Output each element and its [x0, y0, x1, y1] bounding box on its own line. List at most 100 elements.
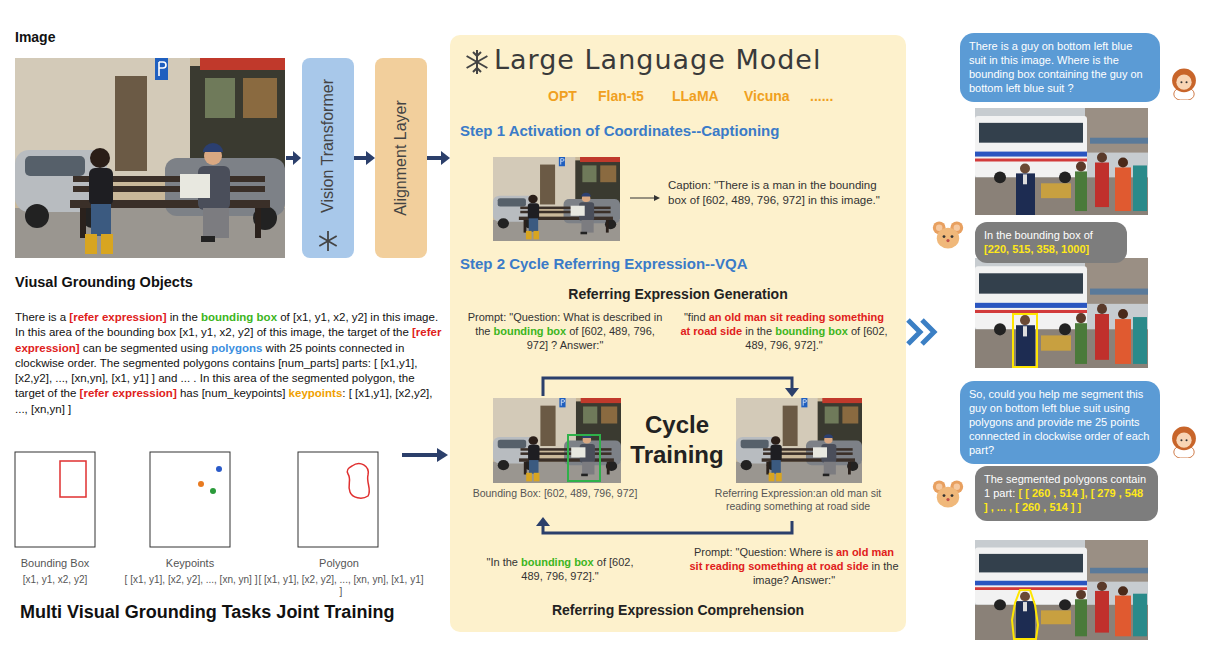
cycle-arrow — [543, 378, 792, 396]
avatar — [1172, 427, 1196, 458]
label-text: Prompt: "Question: Where is — [694, 546, 836, 558]
label-text: Vicuna — [744, 88, 790, 104]
node-text: Large Language Model — [494, 44, 906, 75]
encoder-box: Vision Transformer — [302, 58, 354, 258]
chat-image — [975, 540, 1148, 640]
text-block: "In the bounding box of [602, 489, 796, … — [475, 555, 645, 583]
label-text: ...... — [810, 88, 833, 104]
task-icon — [15, 452, 95, 547]
text-block: LLaMA — [672, 88, 742, 105]
chat-image — [1013, 314, 1037, 367]
node-text: In the bounding box of — [984, 228, 1118, 242]
connector-line — [427, 156, 443, 160]
highlight-text: bounding box — [493, 325, 566, 337]
user-bubble: So, could you help me segment this guy o… — [960, 381, 1160, 464]
bot-bubble: In the bounding box of[220, 515, 358, 10… — [975, 222, 1127, 263]
label-text: There is a — [15, 311, 69, 323]
label-text: Image — [15, 29, 55, 45]
model-panel: Large Language ModelOPT Flan-t5 LLaMA Vicun… — [450, 35, 906, 632]
text-block: Vicuna — [744, 88, 808, 105]
label-text: Step 1 Activation of Coordinates--Captio… — [460, 122, 779, 139]
thumbnail — [654, 195, 660, 201]
avatar — [933, 221, 963, 248]
label-text: "find — [684, 311, 709, 323]
snowflake-icon — [467, 56, 488, 68]
connector-line — [354, 156, 368, 160]
bot-bubble: The segmented polygons contain 1 part:[ … — [975, 466, 1158, 521]
node-value: [220, 515, 358, 1000] — [984, 242, 1118, 256]
task-icon — [150, 452, 230, 547]
label-text: OPT — [548, 88, 577, 104]
chevron — [908, 320, 920, 344]
text-block: Image — [15, 29, 215, 46]
highlight-text: bounding box — [521, 556, 594, 568]
text-block: Polygon — [289, 557, 389, 570]
label-text: Keypoints — [166, 557, 214, 569]
label-text: Bounding Box: [602, 489, 796, 972] — [473, 487, 638, 499]
text-block: Bounding Box — [5, 557, 105, 570]
cycle-arrow — [536, 517, 550, 526]
label-text: [ [x1, y1], [x2, y2], ..., [xn, yn] ] — [125, 574, 258, 585]
snowflake-icon — [473, 52, 481, 56]
label-text: Caption: "There is a man in the bounding… — [668, 179, 880, 206]
text-block: Referring Expression Generation — [528, 286, 828, 303]
task-icon — [347, 464, 369, 498]
text-block: Step 2 Cycle Referring Expression--VQA — [460, 255, 900, 273]
cycle-image — [493, 398, 621, 483]
label-text: in the — [742, 325, 775, 337]
label-text: LLaMA — [672, 88, 719, 104]
avatar — [933, 480, 963, 507]
flow-arrow — [293, 151, 301, 165]
chat-image — [1012, 590, 1038, 639]
snowflake-icon — [319, 236, 336, 246]
highlight-text: polygons — [211, 342, 262, 354]
chevron — [922, 320, 934, 344]
alignment-box: Alignment Layer — [375, 58, 427, 258]
arrow-head — [441, 151, 450, 165]
highlight-text: bounding box — [201, 311, 277, 323]
chat-image — [975, 258, 1148, 368]
text-block: Prompt: "Question: Where is an old man s… — [688, 545, 900, 587]
text-block: Caption: "There is a man in the bounding… — [668, 178, 896, 207]
text-block: Cycle Training — [622, 410, 732, 470]
flow-arrow — [402, 453, 439, 457]
label-text: in the — [166, 311, 201, 323]
text-block: Viusal Grounding Objects — [15, 274, 335, 291]
text-block: Flan-t5 — [598, 88, 668, 105]
snowflake-icon — [317, 230, 339, 252]
label-text: Referring Expression:an old man sit read… — [715, 487, 881, 512]
cycle-image — [493, 398, 862, 483]
text-block: [ [x1, y1], [x2, y2], ..., [xn, yn], [x1… — [256, 574, 426, 598]
label-text: Step 2 Cycle Referring Expression--VQA — [460, 255, 748, 272]
label-text: Polygon — [319, 557, 359, 569]
label-text: Cycle Training — [630, 411, 723, 468]
text-block: ...... — [810, 88, 870, 105]
thumbnail — [493, 157, 660, 241]
text-block: Prompt: "Question: What is described in … — [465, 310, 665, 352]
chat-image — [975, 108, 1148, 215]
text-block: Referring Expression Comprehension — [528, 602, 828, 619]
text-block: "find an old man sit reading something a… — [678, 310, 890, 352]
chevron — [908, 320, 934, 344]
task-icon — [198, 481, 204, 487]
text-block: [ [x1, y1], [x2, y2], ..., [xn, yn] ] — [121, 574, 261, 586]
highlight-text: keypoints — [289, 387, 343, 399]
snowflake-icon — [319, 236, 336, 246]
cycle-arrow — [785, 388, 799, 397]
label-text: can be segmented using — [80, 342, 212, 354]
label-text: [x1, y1, x2, y2] — [23, 574, 87, 585]
highlight-text: [refer expression] — [69, 311, 166, 323]
flow-arrow — [437, 448, 448, 462]
label-text: Bounding Box — [21, 557, 90, 569]
task-icon — [15, 452, 378, 547]
label-text: "In the — [487, 556, 521, 568]
label-text: Multi Visual Grounding Tasks Joint Train… — [20, 602, 394, 622]
text-block: Step 1 Activation of Coordinates--Captio… — [460, 122, 900, 140]
label-text: Referring Expression Generation — [568, 286, 787, 302]
label-text: Flan-t5 — [598, 88, 644, 104]
cycle-image — [736, 398, 862, 483]
text-block: Multi Visual Grounding Tasks Joint Train… — [20, 602, 440, 624]
snowflake-icon — [467, 56, 488, 68]
highlight-text: bounding box — [775, 325, 848, 337]
node-text: There is a guy on bottom left blue suit … — [969, 39, 1151, 95]
